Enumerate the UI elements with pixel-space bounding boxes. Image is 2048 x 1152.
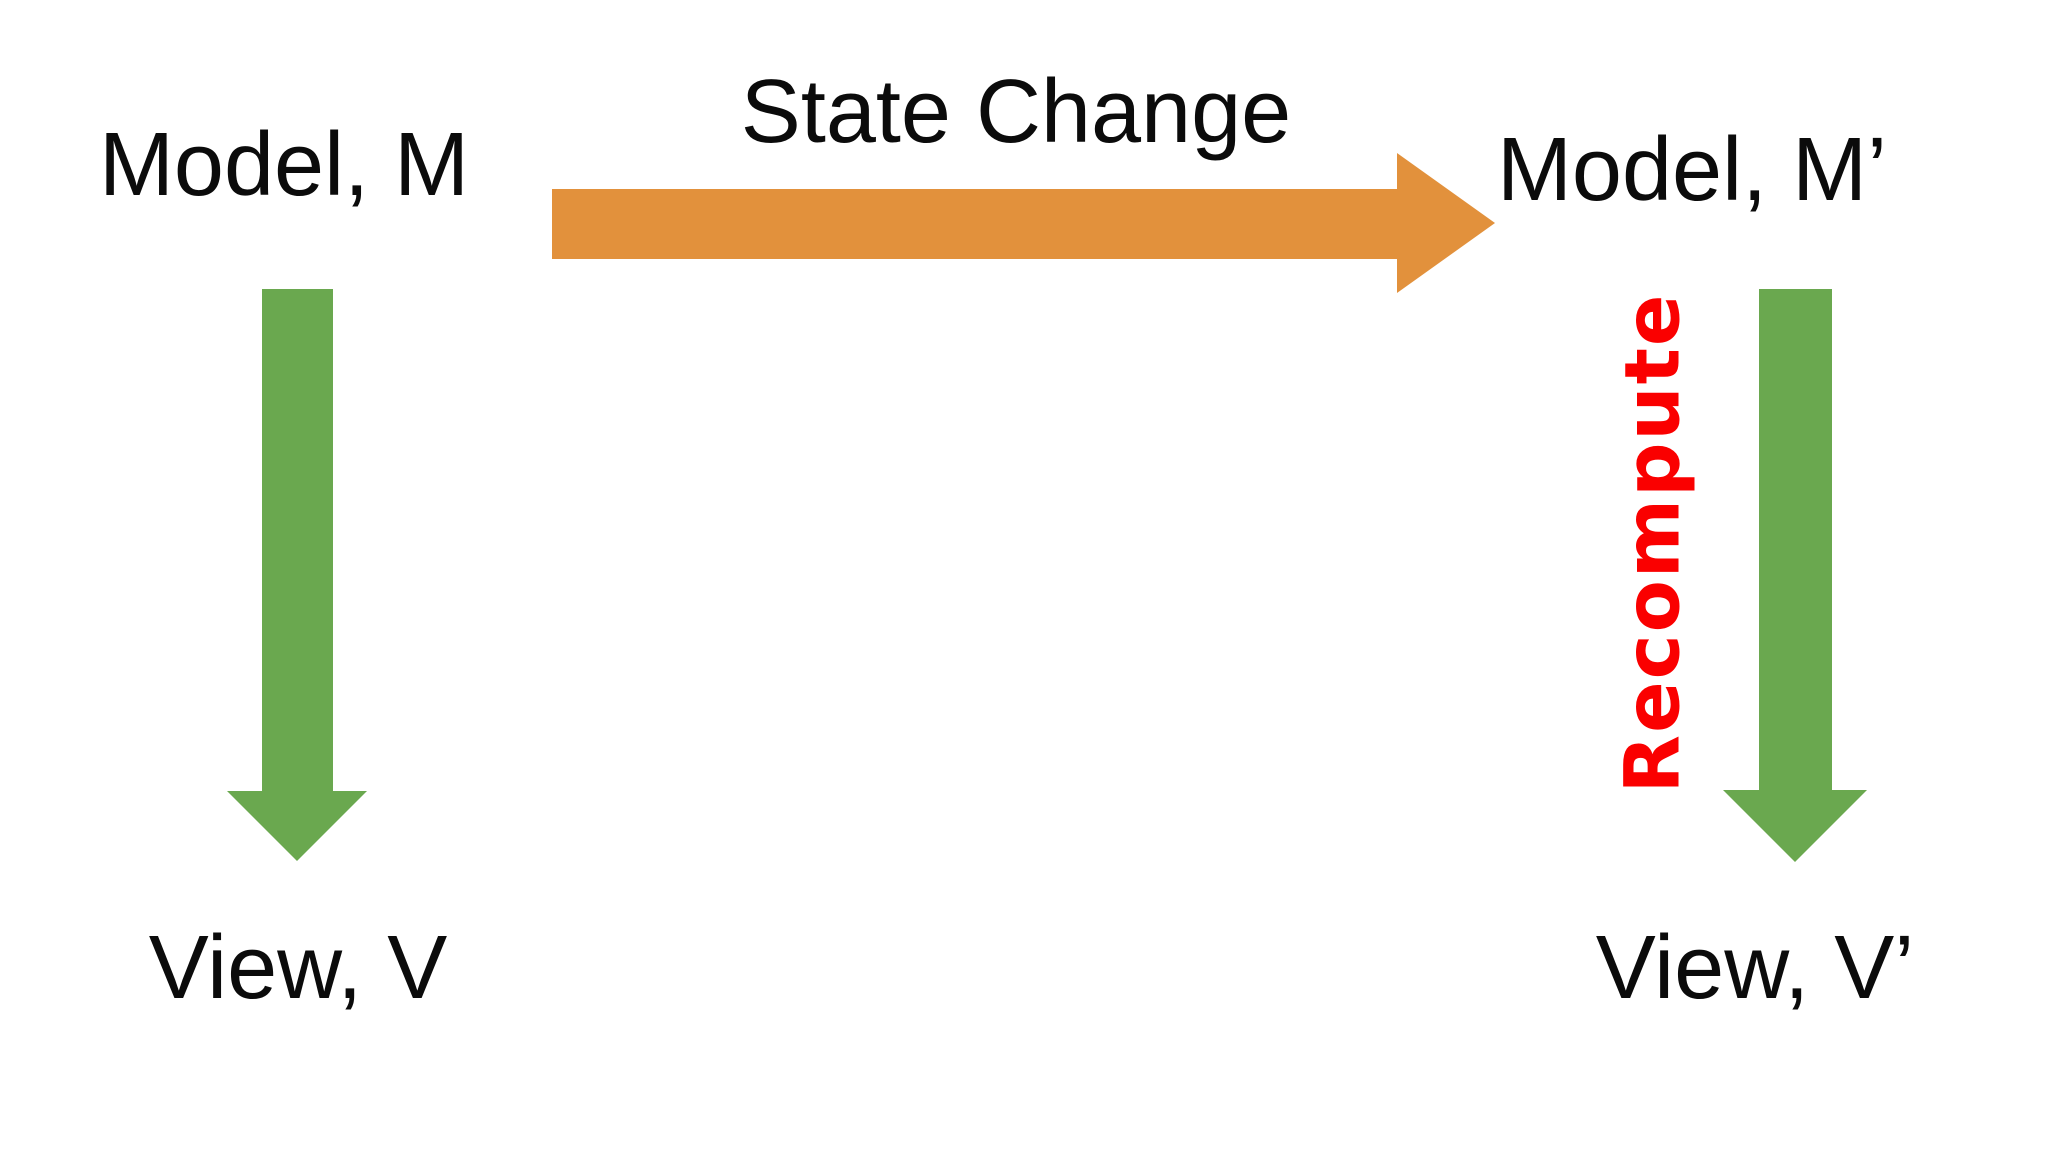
model-right-label: Model, M’ <box>1496 120 1888 220</box>
derive-left-arrow-shaft <box>262 289 333 791</box>
recompute-label: Recompute <box>1607 292 1697 794</box>
state-change-arrow-head-icon <box>1397 153 1495 293</box>
derive-left-arrow-head-icon <box>227 791 367 861</box>
view-left-label: View, V <box>148 918 448 1018</box>
state-change-label: State Change <box>740 62 1292 162</box>
derive-right-arrow-shaft <box>1759 289 1832 790</box>
view-right-label: View, V’ <box>1595 918 1915 1018</box>
model-left-label: Model, M <box>98 115 470 215</box>
derive-right-arrow-head-icon <box>1723 790 1867 862</box>
state-change-arrow-shaft <box>552 189 1397 259</box>
